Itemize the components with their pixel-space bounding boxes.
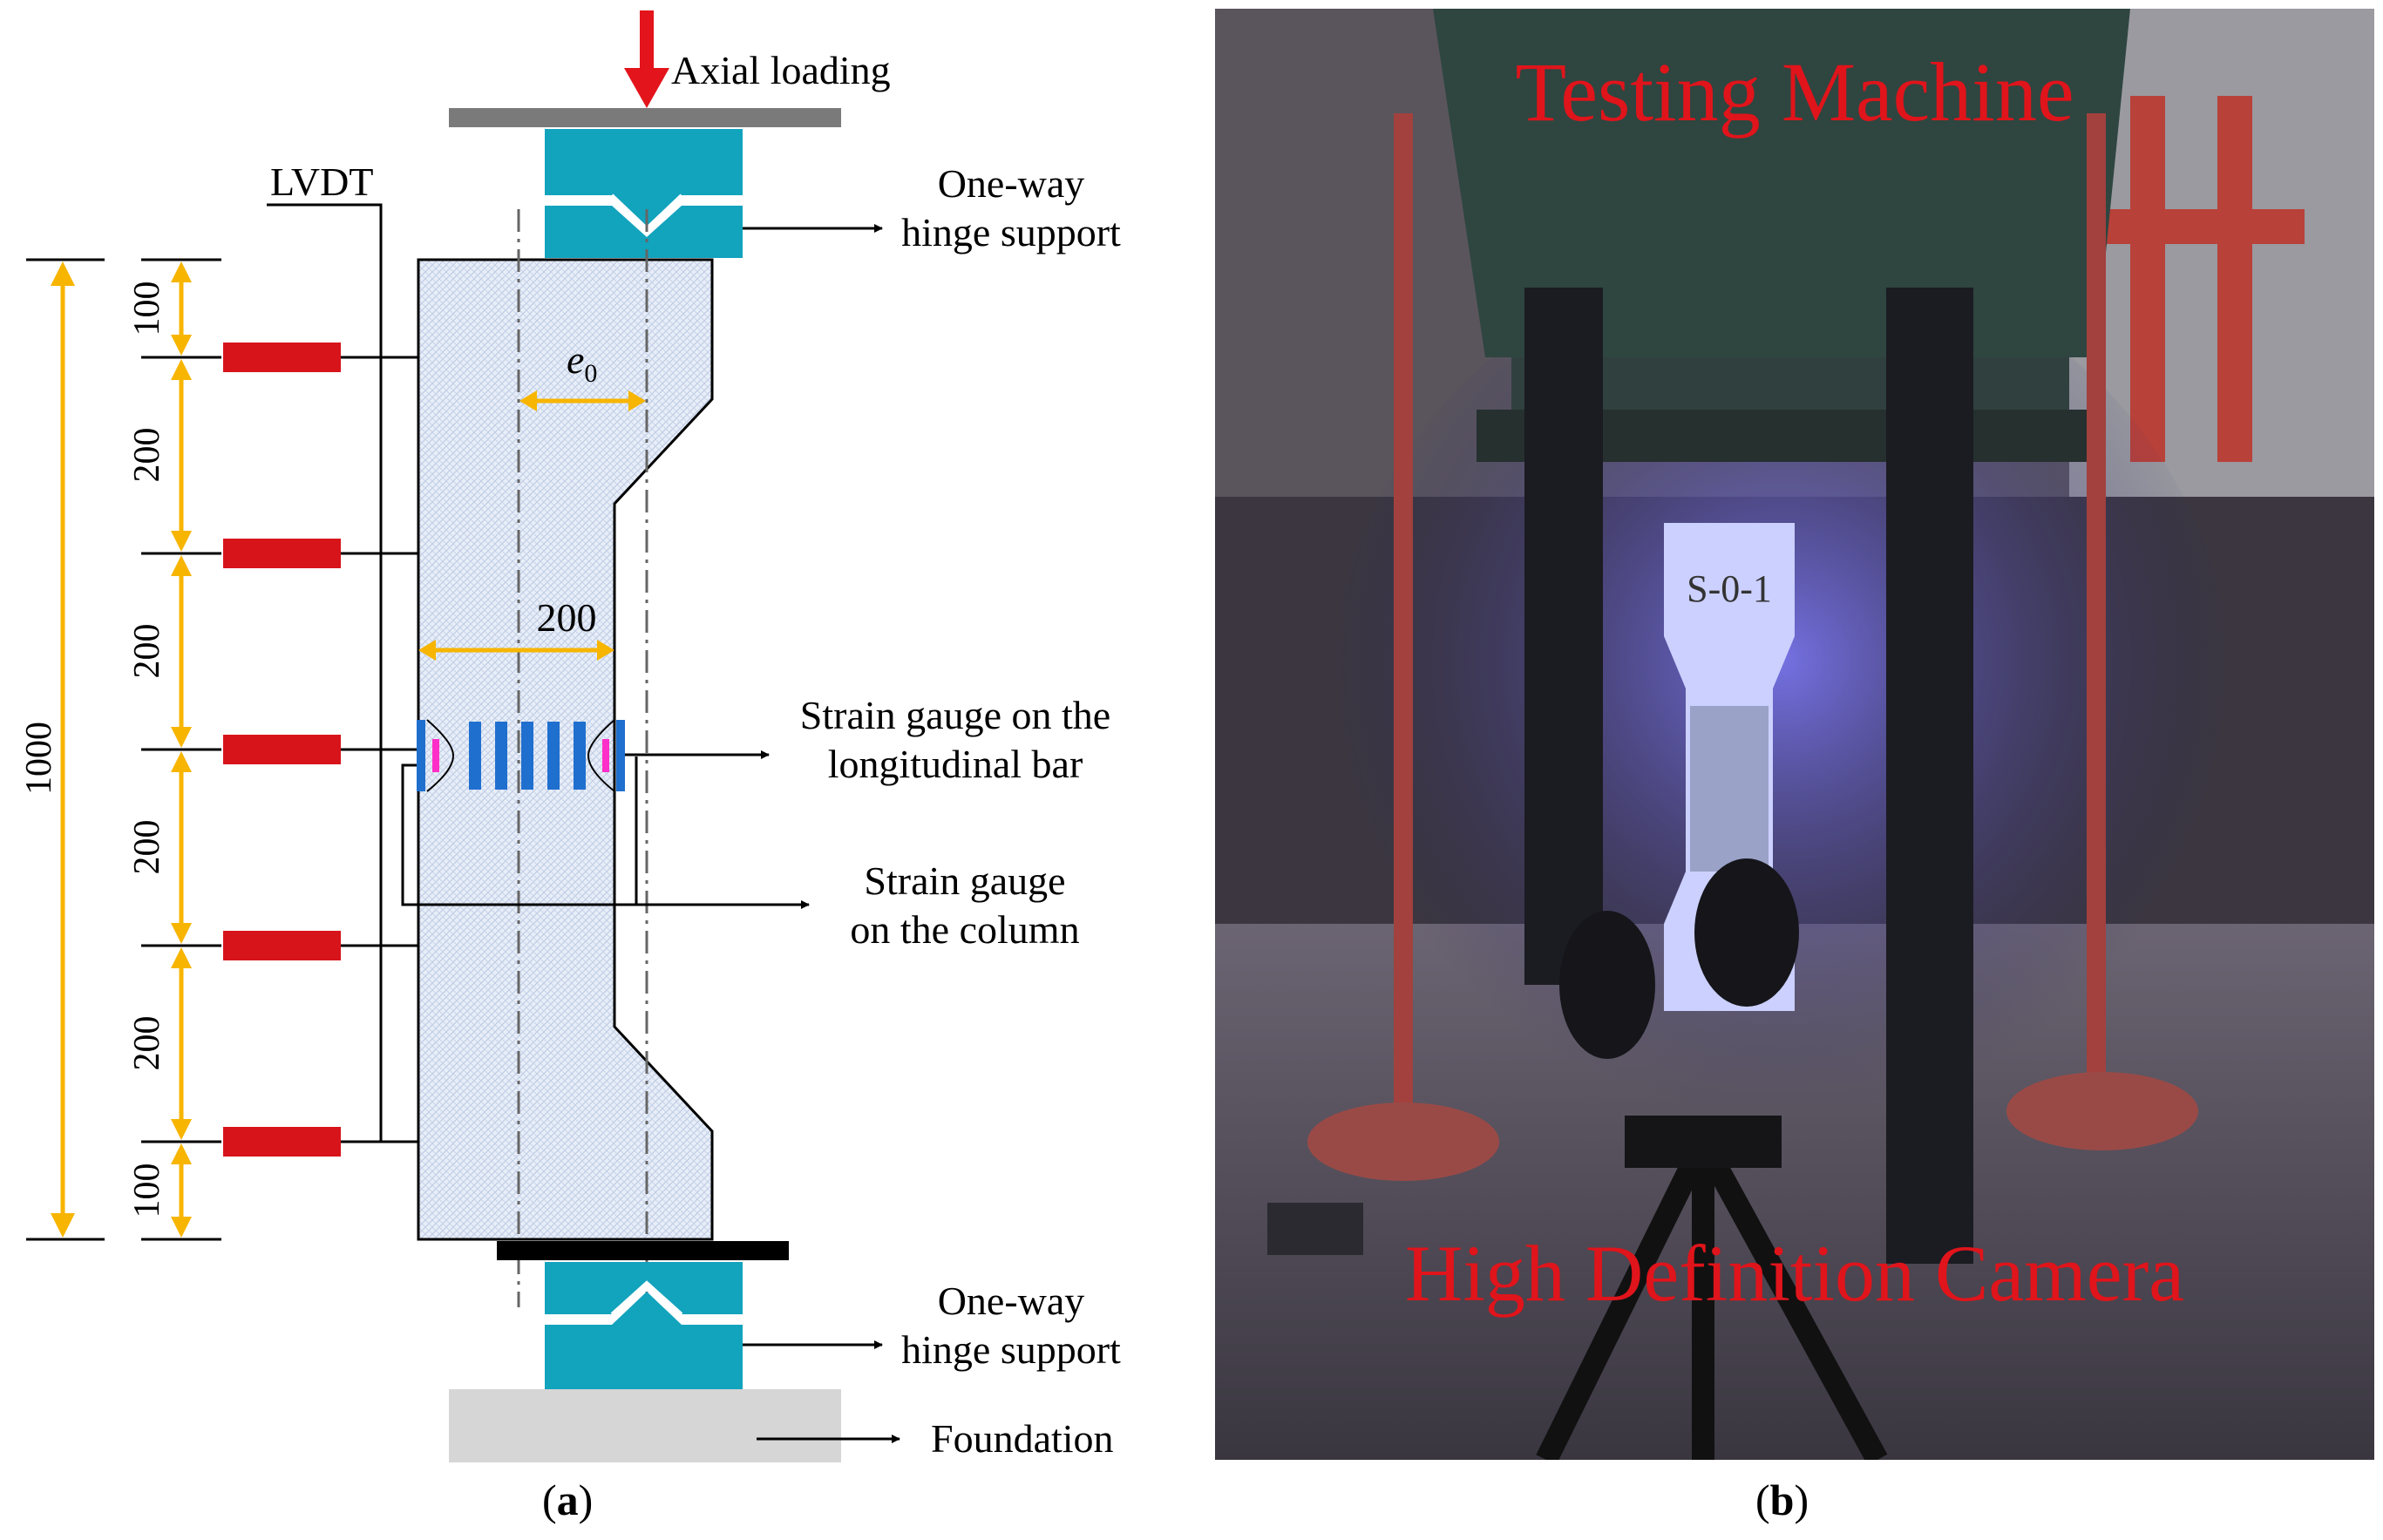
total-dimension-label: 1000 bbox=[19, 722, 59, 795]
width-dimension bbox=[418, 640, 614, 661]
lvdt-sensor-1 bbox=[223, 343, 418, 372]
longitudinal-bar-left bbox=[417, 719, 455, 792]
strain-column-label-line2: on the column bbox=[850, 907, 1079, 952]
segment-label-1: 100 bbox=[127, 282, 167, 336]
axial-loading-label: Axial loading bbox=[671, 48, 891, 92]
top-hinge-support bbox=[545, 129, 743, 258]
photo-scene: S-0-1 bbox=[1215, 9, 2374, 1460]
strain-bar-label-line2: longitudinal bar bbox=[828, 742, 1083, 786]
eccentricity-dimension bbox=[519, 390, 646, 411]
top-loading-plate bbox=[449, 108, 841, 127]
segment-label-3: 200 bbox=[127, 624, 167, 679]
strain-column-wire bbox=[401, 756, 638, 906]
segment-label-5: 200 bbox=[127, 1016, 167, 1071]
hd-camera-label: High Definition Camera bbox=[1404, 1229, 2185, 1318]
bottom-hinge-label-line2: hinge support bbox=[901, 1327, 1121, 1372]
segment-tick-lines bbox=[141, 258, 221, 1241]
caption-a: (a) bbox=[542, 1476, 594, 1524]
lvdt-sensor-3 bbox=[223, 735, 417, 764]
strain-column-label-line1: Strain gauge bbox=[864, 858, 1065, 903]
bottom-hinge-label-line1: One-way bbox=[938, 1279, 1085, 1323]
axial-load-arrow bbox=[624, 10, 669, 108]
segment-arrows bbox=[171, 261, 192, 1238]
foundation-block bbox=[449, 1389, 841, 1462]
top-hinge-label-line2: hinge support bbox=[901, 210, 1121, 254]
top-hinge-label-line1: One-way bbox=[938, 161, 1085, 206]
segment-label-4: 200 bbox=[127, 820, 167, 875]
lvdt-sensor-4 bbox=[223, 931, 418, 960]
width-dimension-label: 200 bbox=[537, 595, 597, 640]
stirrups bbox=[469, 722, 586, 790]
longitudinal-bar-right bbox=[587, 719, 625, 792]
specimen-label: S-0-1 bbox=[1687, 567, 1772, 610]
segment-label-6: 100 bbox=[127, 1163, 167, 1218]
total-dimension bbox=[26, 258, 105, 1241]
strain-bar-label-line1: Strain gauge on the bbox=[800, 693, 1110, 737]
column-specimen bbox=[417, 258, 714, 1241]
lvdt-label: LVDT bbox=[270, 159, 373, 204]
testing-machine-label: Testing Machine bbox=[1515, 45, 2074, 139]
segment-label-2: 200 bbox=[127, 428, 167, 483]
bottom-loading-plate bbox=[497, 1241, 789, 1260]
foundation-label: Foundation bbox=[931, 1416, 1114, 1461]
eccentricity-label: e0 bbox=[567, 337, 597, 388]
bottom-hinge-support bbox=[545, 1262, 743, 1389]
test-photo: S-0-1 Testing Machine High Definition Ca… bbox=[1215, 9, 2374, 1460]
caption-b: (b) bbox=[1755, 1476, 1809, 1524]
lvdt-sensor-5 bbox=[223, 1127, 418, 1157]
lvdt-frame bbox=[267, 203, 383, 1142]
lvdt-sensor-2 bbox=[223, 539, 418, 568]
